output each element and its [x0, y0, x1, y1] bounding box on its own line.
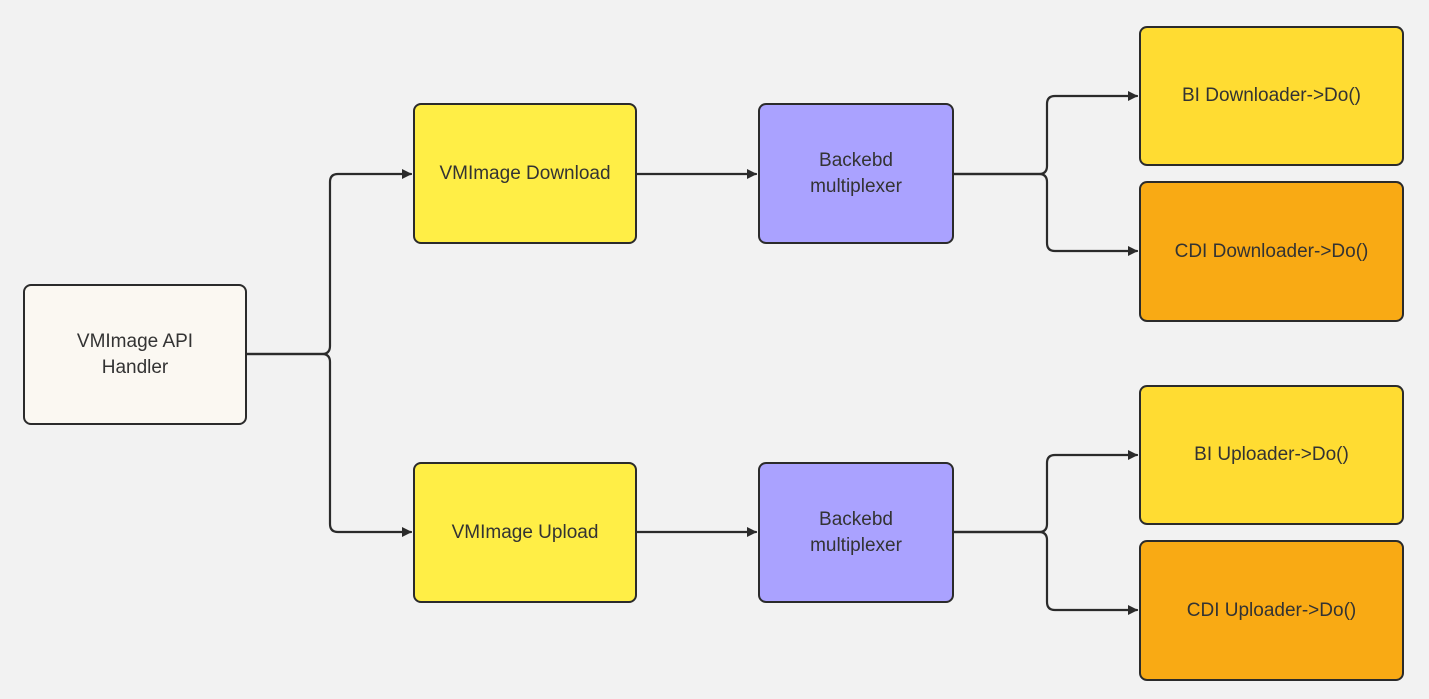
node-label: Backebd multiplexer — [810, 508, 902, 556]
node-vmimage-upload[interactable]: VMImage Upload — [413, 462, 637, 603]
node-label: BI Downloader->Do() — [1182, 85, 1361, 106]
edge-handler-to-upload — [245, 352, 413, 537]
edge-mux-to-cdi-downloader — [952, 172, 1139, 256]
node-label: CDI Downloader->Do() — [1174, 240, 1369, 262]
node-download-multiplexer[interactable]: Backebd multiplexer — [758, 103, 954, 244]
node-cdi-downloader[interactable]: CDI Downloader->Do() — [1139, 181, 1404, 322]
node-bi-downloader[interactable]: BI Downloader->Do() — [1139, 26, 1404, 166]
node-cdi-uploader[interactable]: CDI Uploader->Do() — [1139, 540, 1404, 681]
node-label: VMImage Download — [439, 162, 611, 184]
node-vmimage-api-handler[interactable]: VMImage API Handler — [23, 284, 247, 425]
edge-mux-to-bi-uploader — [952, 450, 1139, 534]
node-vmimage-download[interactable]: VMImage Download — [413, 103, 637, 244]
edge-mux-to-cdi-uploader — [952, 530, 1139, 615]
node-label: VMImage API Handler — [76, 330, 194, 378]
edge-mux-to-bi-downloader — [952, 91, 1139, 176]
node-upload-multiplexer[interactable]: Backebd multiplexer — [758, 462, 954, 603]
node-label: CDI Uploader->Do() — [1186, 599, 1357, 621]
node-label: Backebd multiplexer — [810, 149, 902, 197]
node-label: VMImage Upload — [451, 521, 599, 543]
node-bi-uploader[interactable]: BI Uploader->Do() — [1139, 385, 1404, 525]
edge-handler-to-download — [245, 169, 413, 356]
node-label: BI Uploader->Do() — [1194, 444, 1349, 465]
